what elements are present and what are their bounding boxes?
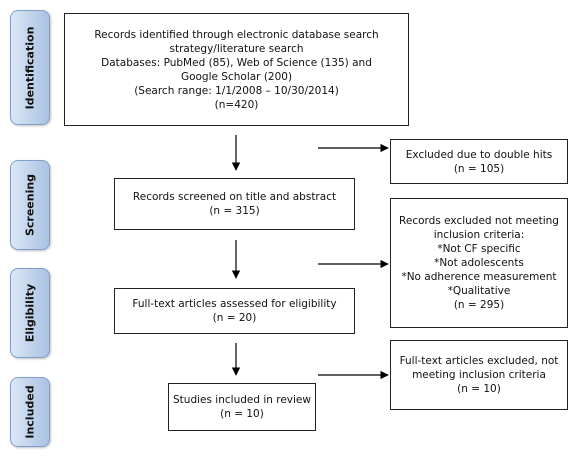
excluded-criteria-line-5: *No adherence measurement bbox=[401, 271, 557, 283]
fulltext-line-2: (n = 20) bbox=[212, 312, 257, 324]
stage-eligibility: Eligibility bbox=[10, 268, 50, 358]
excluded-criteria-box: Records excluded not meeting inclusion c… bbox=[390, 198, 568, 328]
identified-line-4: Google Scholar (200) bbox=[180, 70, 293, 83]
excluded-criteria-line-4: *Not adolescents bbox=[434, 257, 524, 269]
identified-line-5: (Search range: 1/1/2008 – 10/30/2014) bbox=[134, 84, 339, 97]
identified-records-box: Records identified through electronic da… bbox=[64, 13, 409, 126]
identified-line-3: Databases: PubMed (85), Web of Science (… bbox=[101, 56, 372, 69]
stage-identification: Identification bbox=[10, 10, 50, 125]
screened-line-1: Records screened on title and abstract bbox=[132, 191, 337, 203]
excluded-criteria-line-7: (n = 295) bbox=[453, 299, 505, 311]
identified-line-1: Records identified through electronic da… bbox=[94, 28, 379, 41]
screened-records-box: Records screened on title and abstract (… bbox=[114, 178, 355, 230]
excluded-criteria-line-2: inclusion criteria: bbox=[433, 229, 525, 241]
identified-line-2: strategy/literature search bbox=[169, 42, 304, 55]
fulltext-line-1: Full-text articles assessed for eligibil… bbox=[132, 298, 337, 310]
excluded-double-line-1: Excluded due to double hits bbox=[405, 148, 553, 161]
fulltext-excluded-line-1: Full-text articles excluded, not bbox=[399, 355, 559, 367]
screened-line-2: (n = 315) bbox=[209, 205, 260, 217]
fulltext-excluded-line-2: meeting inclusion criteria bbox=[412, 369, 546, 381]
excluded-criteria-line-1: Records excluded not meeting bbox=[399, 215, 559, 227]
included-line-2: (n = 10) bbox=[220, 408, 264, 420]
fulltext-excluded-box: Full-text articles excluded, not meeting… bbox=[390, 340, 568, 410]
stage-included: Included bbox=[10, 377, 50, 447]
stage-screening: Screening bbox=[10, 160, 50, 250]
excluded-double-line-2: (n = 105) bbox=[453, 162, 505, 175]
excluded-criteria-line-6: *Qualitative bbox=[447, 285, 511, 297]
fulltext-excluded-line-3: (n = 10) bbox=[457, 383, 501, 395]
identified-line-6: (n=420) bbox=[214, 98, 259, 111]
excluded-double-hits-box: Excluded due to double hits (n = 105) bbox=[390, 139, 568, 184]
fulltext-assessed-box: Full-text articles assessed for eligibil… bbox=[114, 288, 355, 334]
excluded-criteria-line-3: *Not CF specific bbox=[437, 243, 521, 255]
studies-included-box: Studies included in review (n = 10) bbox=[168, 383, 316, 431]
included-line-1: Studies included in review bbox=[173, 394, 311, 406]
